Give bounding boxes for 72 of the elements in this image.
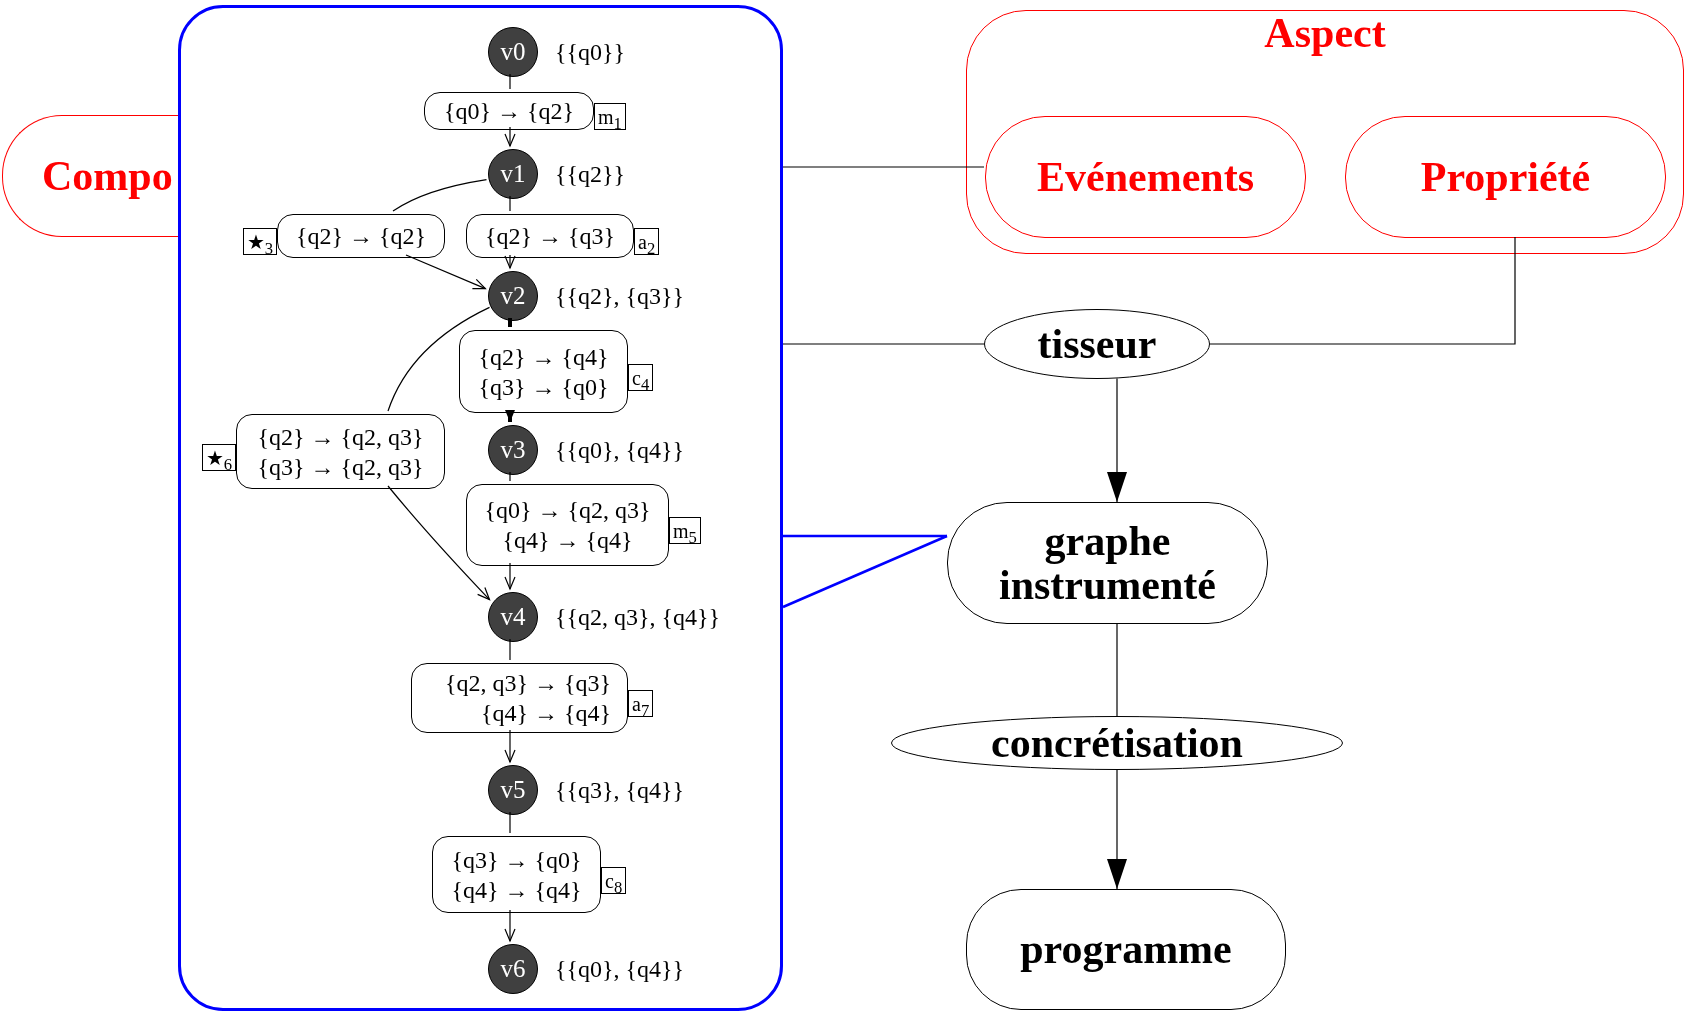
- connector-line: [387, 306, 491, 412]
- transition-label: {q2, q3} → {q3}: [444, 669, 611, 698]
- connector-line: [782, 166, 985, 168]
- process-ellipse: [984, 309, 1210, 379]
- arrow: [505, 410, 515, 422]
- arrow: [387, 485, 491, 601]
- state-set-label: {{q0}, {q4}}: [555, 436, 685, 465]
- process-ellipse: [891, 716, 1343, 770]
- transition-label: {q2} → {q3}: [484, 222, 616, 251]
- state-set-label: {{q0}}: [555, 38, 626, 67]
- connector-line: [509, 73, 511, 90]
- transition-label: {q2} → {q2, q3}: [257, 422, 424, 452]
- arrow: [1107, 769, 1127, 890]
- transition-label: {q3} → {q2, q3}: [257, 452, 424, 482]
- box-label: tisseur: [1037, 319, 1157, 369]
- arrow: [405, 254, 486, 290]
- box-title: Aspect: [1264, 9, 1386, 58]
- box-label: programme: [1020, 925, 1232, 975]
- box-label: graphe instrumenté: [998, 518, 1217, 608]
- connector-line: [782, 534, 948, 609]
- arrow: [504, 729, 516, 763]
- transition-label: {q0} → {q2, q3}: [484, 496, 651, 525]
- state-set-label: {{q2, q3}, {q4}}: [555, 603, 721, 632]
- state-label: v1: [500, 159, 526, 190]
- state-label: v6: [500, 954, 526, 985]
- connector-line: [509, 471, 511, 482]
- transition-tag: ★$_{3}$: [242, 228, 277, 255]
- component-box: [2, 115, 178, 237]
- transition-label: {q4} → {q4}: [451, 875, 582, 905]
- transition-tag: a$_{2}$: [634, 228, 660, 255]
- transition-tag: c$_{4}$: [628, 363, 654, 391]
- connector-line: [782, 343, 985, 345]
- transition-tag: c$_{8}$: [601, 866, 627, 894]
- transition-label: {q3} → {q0}: [478, 372, 609, 402]
- state-label: v2: [500, 281, 526, 312]
- connector-line: [392, 178, 488, 212]
- aspect-box: [966, 10, 1684, 254]
- transition-tag: m$_{1}$: [594, 103, 626, 130]
- transition-label: {q2} → {q4}: [478, 342, 609, 372]
- transition-tag: ★$_{6}$: [201, 443, 236, 471]
- connector-line: [508, 318, 512, 327]
- arrow: [504, 562, 516, 590]
- transition-label: {q0} → {q2}: [443, 97, 575, 126]
- state-set-label: {{q2}, {q3}}: [555, 282, 685, 311]
- connector-line: [509, 811, 511, 834]
- box-label: concrétisation: [991, 718, 1243, 768]
- graph-panel: [178, 5, 783, 1011]
- state-set-label: {{q2}}: [555, 160, 626, 189]
- transition-label: {q3} → {q0}: [451, 845, 582, 875]
- arrow: [504, 126, 516, 147]
- box-label: Evénements: [1037, 152, 1254, 202]
- connector-line: [1209, 236, 1516, 345]
- transition-tag: m$_{5}$: [669, 517, 701, 544]
- state-label: v5: [500, 775, 526, 806]
- transition-label: {q4} → {q4}: [480, 699, 611, 728]
- box-label: Compo: [42, 151, 173, 201]
- arrow: [504, 909, 516, 942]
- connector-line: [1116, 623, 1118, 717]
- transition-label: {q2} → {q2}: [295, 222, 427, 251]
- box-label: Propriété: [1420, 152, 1591, 202]
- connector-line: [783, 534, 947, 538]
- arrow: [504, 254, 516, 269]
- arrow: [1107, 377, 1127, 503]
- connector-line: [509, 195, 511, 212]
- state-label: v0: [500, 37, 526, 68]
- state-label: v4: [500, 602, 526, 633]
- connector-line: [509, 638, 511, 661]
- state-set-label: {{q0}, {q4}}: [555, 955, 685, 984]
- transition-label: {q4} → {q4}: [502, 526, 633, 555]
- transition-tag: a$_{7}$: [628, 690, 654, 717]
- state-label: v3: [500, 435, 526, 466]
- state-set-label: {{q3}, {q4}}: [555, 776, 685, 805]
